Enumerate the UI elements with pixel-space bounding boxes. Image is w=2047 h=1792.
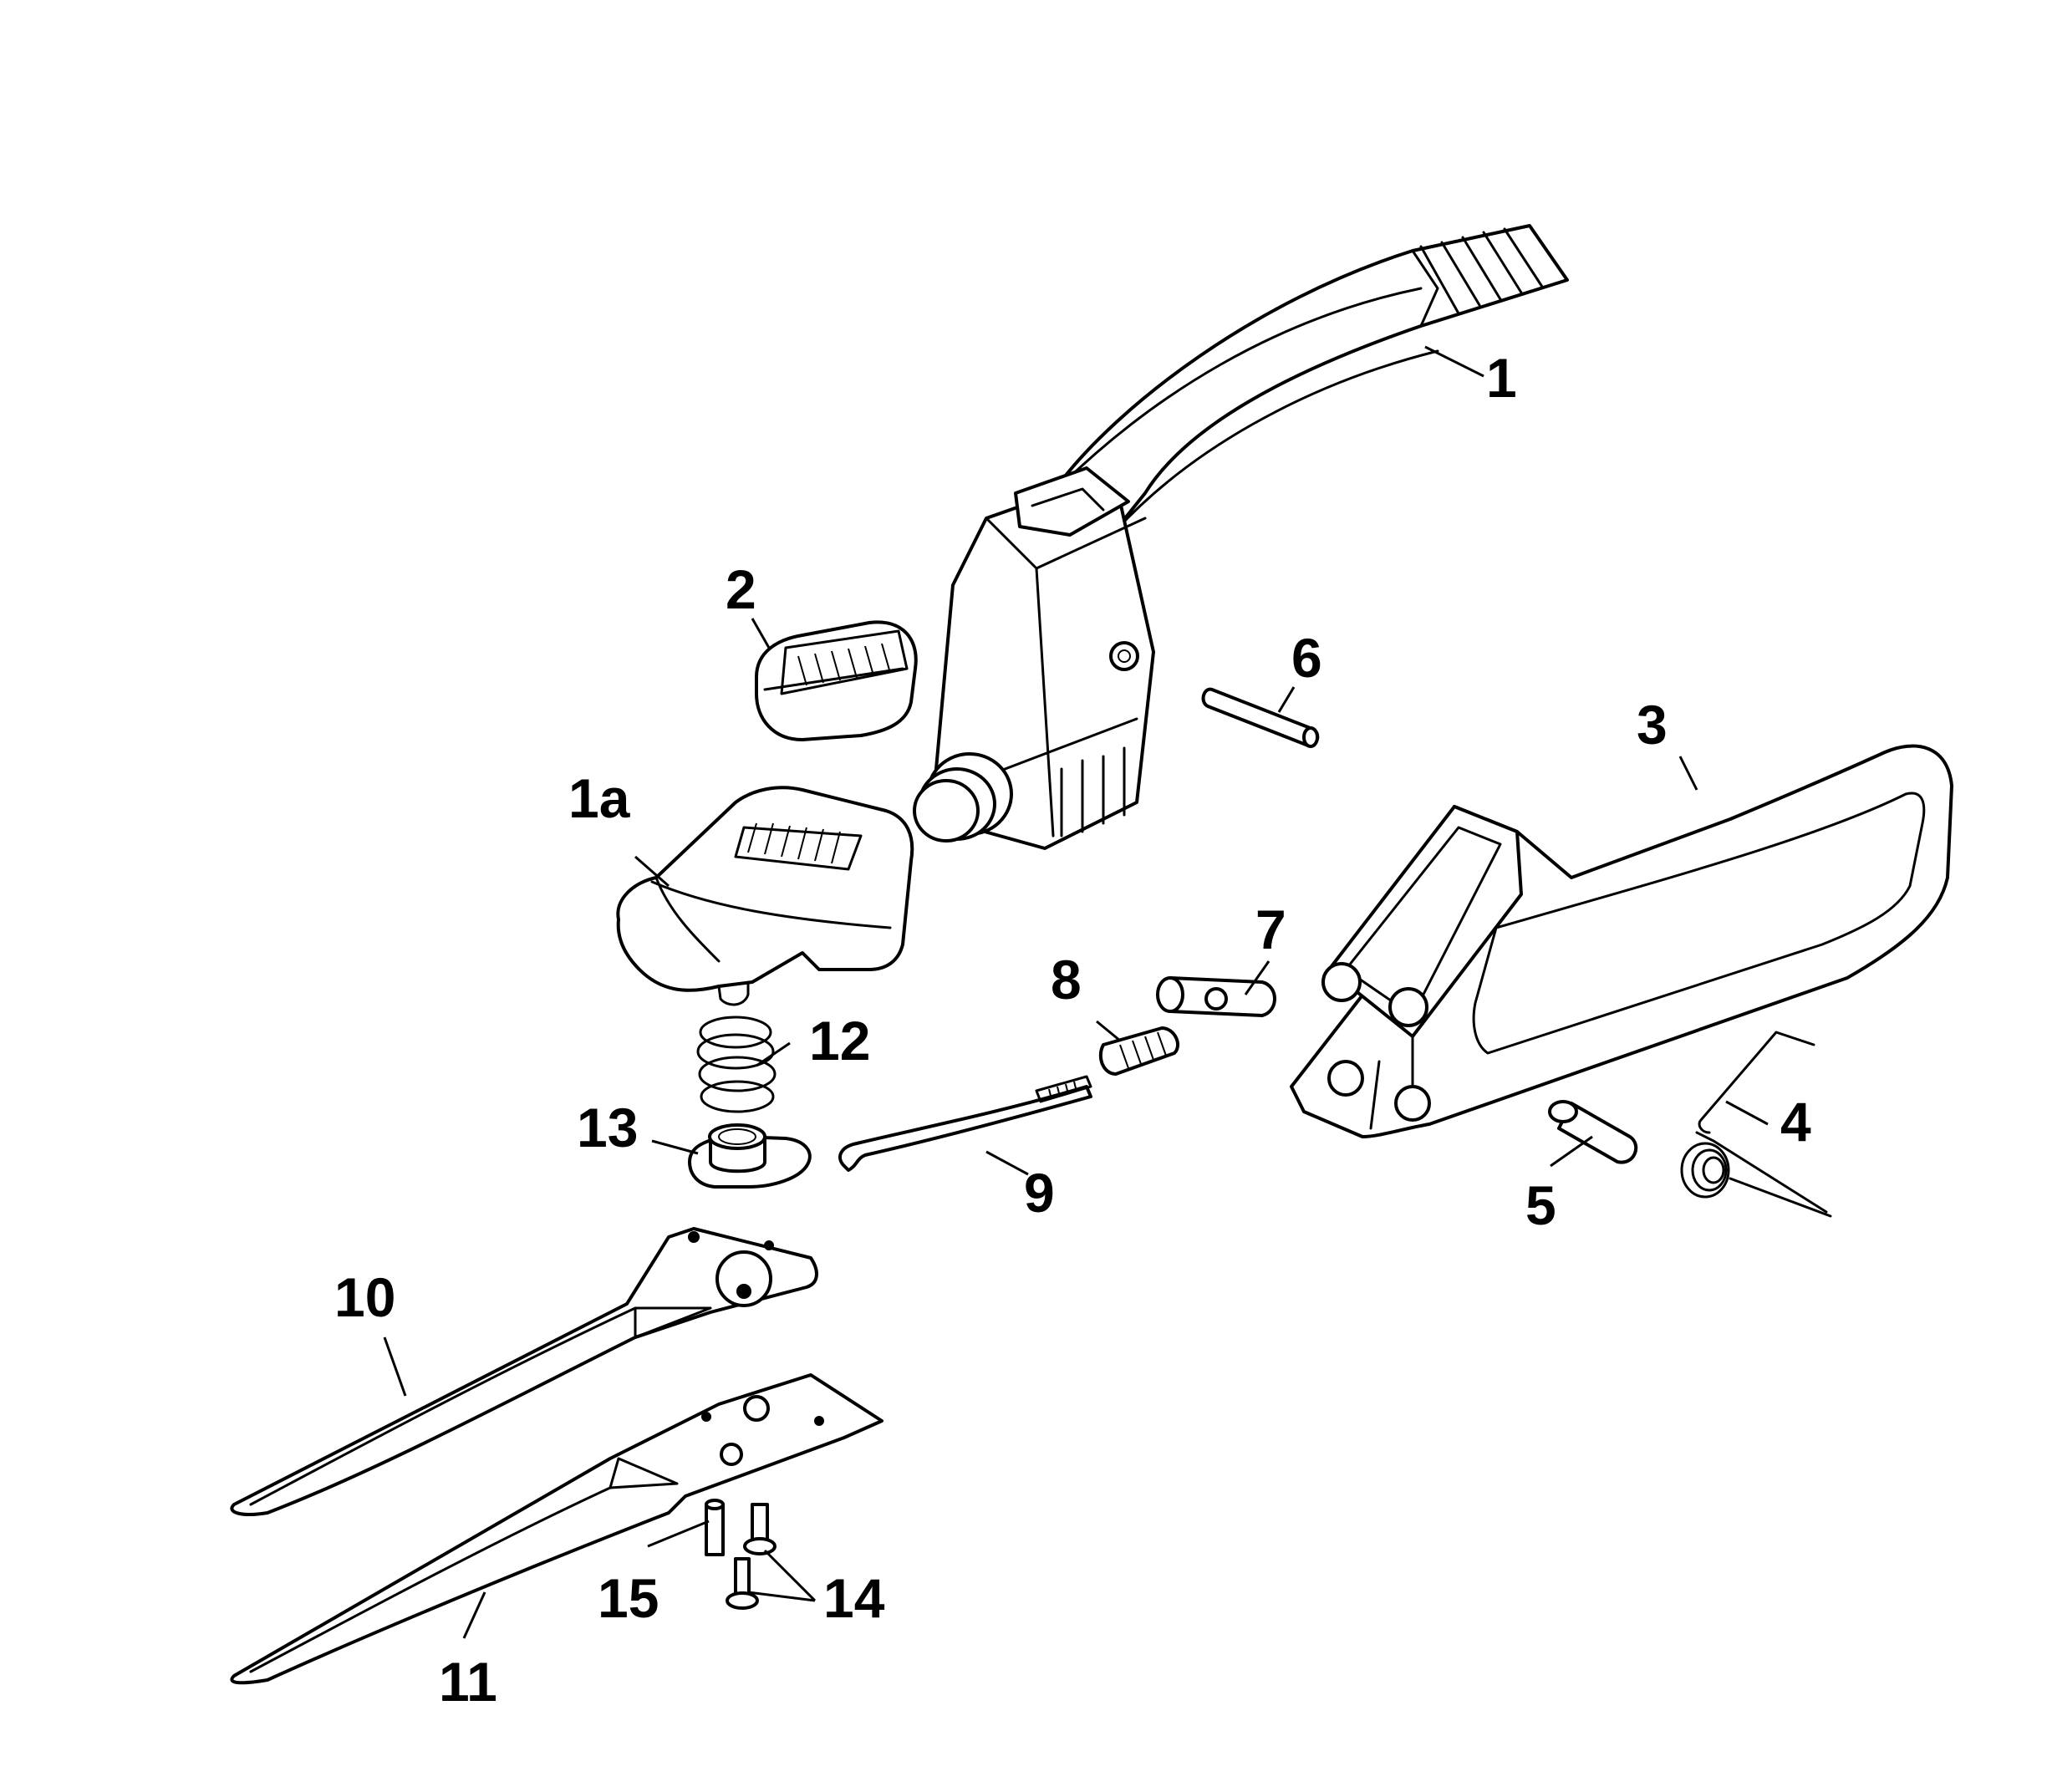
- part-12-spring: [696, 1016, 777, 1113]
- part-8-threaded-sleeve: [1098, 1026, 1179, 1076]
- part-13-bushing: [688, 1123, 812, 1189]
- callout-11: 11: [439, 1651, 497, 1713]
- callout-3: 3: [1637, 694, 1668, 756]
- part-7-cross-pin: [1156, 976, 1276, 1017]
- part-6-pin: [1201, 687, 1320, 748]
- part-1-upper-handle: [913, 224, 1569, 850]
- part-11-lower-blade: [230, 1373, 883, 1685]
- callout-9: 9: [1024, 1162, 1055, 1224]
- callout-4: 4: [1780, 1091, 1811, 1153]
- callout-7: 7: [1255, 899, 1286, 960]
- leader-lines: [383, 345, 1769, 1639]
- callout-8: 8: [1051, 949, 1082, 1011]
- part-1a-cover: [616, 786, 914, 1006]
- callout-labels: 1 2 1a 3 6 7 8 12 13 9 4 5 10 15 14 11: [334, 347, 1811, 1713]
- callout-13: 13: [577, 1097, 638, 1158]
- part-5-small-pin: [1548, 1100, 1638, 1164]
- callout-1: 1: [1486, 347, 1517, 409]
- part-3-lower-handle: [1290, 744, 1953, 1138]
- callout-1a: 1a: [568, 767, 631, 829]
- callout-2: 2: [726, 558, 756, 620]
- part-2-button-cap: [755, 620, 918, 741]
- callout-15: 15: [598, 1567, 659, 1629]
- callout-14: 14: [823, 1567, 885, 1629]
- part-10-upper-blade: [230, 1227, 818, 1516]
- part-15-pin: [705, 1499, 725, 1556]
- callout-10: 10: [334, 1266, 395, 1328]
- part-4-torsion-spring: [1680, 1031, 1832, 1218]
- part-9-rod: [838, 1075, 1092, 1172]
- callout-5: 5: [1525, 1174, 1556, 1236]
- part-14-screws: [726, 1503, 777, 1610]
- callout-6: 6: [1291, 627, 1322, 689]
- callout-12: 12: [809, 1010, 870, 1072]
